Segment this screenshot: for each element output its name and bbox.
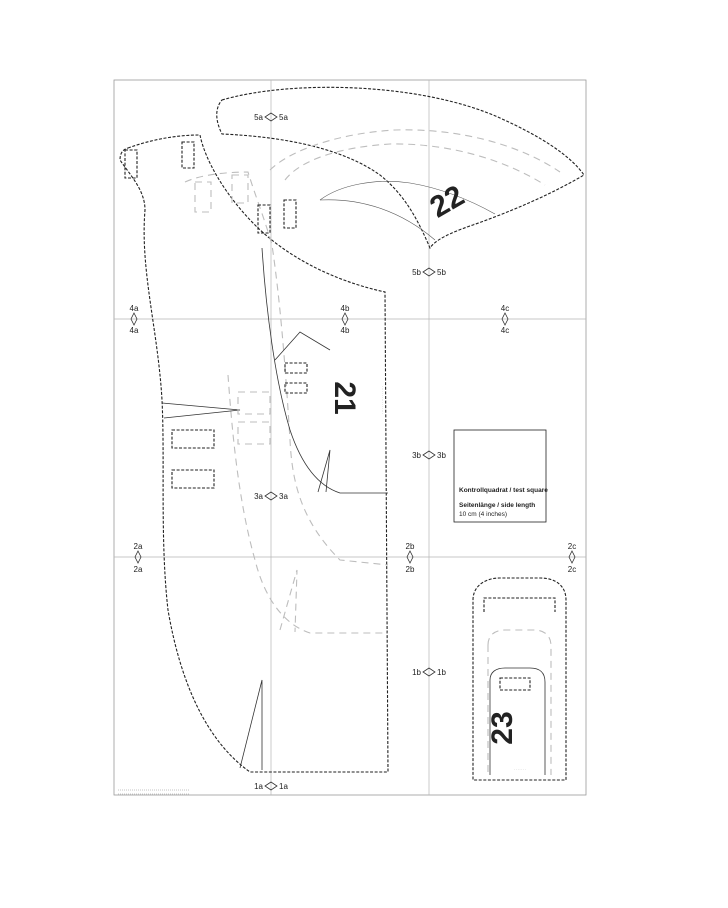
marker-5b-right: 5b xyxy=(437,268,446,277)
marker-1a-right: 1a xyxy=(279,782,288,791)
piece-21-placement-mark-1 xyxy=(284,362,308,374)
marker-5a-diamond xyxy=(264,112,278,122)
marker-4a-diamond xyxy=(130,312,138,326)
piece-21-dart-upper xyxy=(274,331,331,361)
marker-1b: 1b 1b xyxy=(412,667,446,677)
piece-22-alt-size-line-2 xyxy=(284,143,546,186)
piece-21-alt-size-line xyxy=(184,171,389,566)
marker-2a-top: 2a xyxy=(134,542,143,551)
marker-4b-bottom: 4b xyxy=(341,326,350,335)
marker-2b-diamond xyxy=(406,550,414,564)
marker-4b: 4b 4b xyxy=(341,304,350,335)
piece-21-alt-pocket-mark xyxy=(237,391,271,415)
marker-4c-diamond xyxy=(501,312,509,326)
marker-4b-top: 4b xyxy=(341,304,350,313)
pattern-piece-23: 23 · · · · · · · xyxy=(472,577,567,781)
marker-2b: 2b 2b xyxy=(406,542,415,574)
piece-21-dart-alt xyxy=(279,569,298,633)
piece-22-outline xyxy=(216,86,585,250)
piece-21-neckline xyxy=(261,247,388,494)
piece-21-placement-mark-2 xyxy=(284,382,308,394)
marker-2c-diamond xyxy=(568,550,576,564)
marker-4a-bottom: 4a xyxy=(130,326,139,335)
marker-4c-bottom: 4c xyxy=(501,326,509,335)
test-square: Kontrollquadrat / test square Seitenläng… xyxy=(453,429,548,523)
piece-21-dart-front xyxy=(317,449,331,493)
marker-2c: 2c 2c xyxy=(568,542,576,574)
marker-5a-left: 5a xyxy=(254,113,263,122)
test-square-side-value: 10 cm (4 inches) xyxy=(459,511,507,518)
marker-2a-bottom: 2a xyxy=(134,565,143,574)
test-square-box xyxy=(453,429,547,523)
piece-21-alt-strap-mark xyxy=(194,181,212,213)
marker-4a: 4a 4a xyxy=(130,304,139,335)
piece-23-fine-print: · · · · · · · xyxy=(514,767,526,771)
marker-1b-left: 1b xyxy=(412,668,421,677)
marker-2a-diamond xyxy=(134,550,142,564)
marker-4a-top: 4a xyxy=(130,304,139,313)
piece-22-number: 22 xyxy=(425,179,470,224)
marker-4b-diamond xyxy=(341,312,349,326)
piece-21-shoulder-mark xyxy=(257,204,271,234)
marker-4c: 4c 4c xyxy=(501,304,509,335)
pattern-piece-22: 22 · · · · · · · · · · · · · xyxy=(216,86,585,250)
piece-21-shoulder-mark-2 xyxy=(283,199,297,229)
pattern-piece-21: 21 · · · · · · · · · · · · · · · · xyxy=(119,134,389,773)
piece-22-inner-line xyxy=(319,181,496,215)
tile-grid xyxy=(113,79,587,796)
marker-4c-top: 4c xyxy=(501,304,509,313)
piece-23-placement-bracket xyxy=(483,597,556,612)
piece-23-outline xyxy=(472,577,567,781)
piece-23-number: 23 xyxy=(486,711,519,744)
piece-22-inner-line-2 xyxy=(319,199,436,241)
piece-23-alt-size-line xyxy=(487,629,552,775)
piece-21-dart-side xyxy=(161,402,241,419)
marker-3b-left: 3b xyxy=(412,451,421,460)
marker-5b-left: 5b xyxy=(412,268,421,277)
marker-5a: 5a 5a xyxy=(254,112,288,122)
marker-5b: 5b 5b xyxy=(412,267,446,277)
footer-fine-print xyxy=(118,789,190,795)
piece-21-number: 21 xyxy=(328,381,361,414)
marker-1a: 1a 1a xyxy=(254,781,288,791)
marker-3b: 3b 3b xyxy=(412,450,446,460)
piece-22-alt-size-line xyxy=(269,129,561,173)
piece-23-placement-mark xyxy=(499,677,531,691)
marker-3a-right: 3a xyxy=(279,492,288,501)
marker-5b-diamond xyxy=(422,267,436,277)
piece-21-alt-size-line-2 xyxy=(227,374,388,634)
marker-2c-bottom: 2c xyxy=(568,565,576,574)
test-square-title: Kontrollquadrat / test square xyxy=(459,487,548,494)
marker-1a-diamond xyxy=(264,781,278,791)
marker-1a-left: 1a xyxy=(254,782,263,791)
marker-1b-right: 1b xyxy=(437,668,446,677)
test-square-side-label: Seitenlänge / side length xyxy=(459,502,535,509)
marker-3a: 3a 3a xyxy=(254,491,288,501)
marker-3a-left: 3a xyxy=(254,492,263,501)
matching-markers: 5a 5a 5b 5b 3a 3a 3b 3b 1b 1b 1a 1a xyxy=(130,112,576,791)
marker-1b-diamond xyxy=(422,667,436,677)
marker-2b-bottom: 2b xyxy=(406,565,415,574)
marker-2c-top: 2c xyxy=(568,542,576,551)
piece-23-inner-line xyxy=(489,667,546,775)
piece-21-pocket-mark-1 xyxy=(171,429,215,449)
piece-21-dart-lower xyxy=(239,679,263,770)
piece-22-fine-print: · · · · · · · · · · · · · xyxy=(453,221,476,233)
marker-3b-right: 3b xyxy=(437,451,446,460)
marker-3a-diamond xyxy=(264,491,278,501)
piece-21-alt-strap-mark-2 xyxy=(231,174,249,204)
piece-21-fine-print: · · · · · · · · · · · · · · · · xyxy=(381,386,385,415)
piece-21-alt-pocket-mark-2 xyxy=(237,421,271,445)
piece-21-strap-mark-left xyxy=(124,149,138,179)
piece-21-strap-mark-right xyxy=(181,141,195,169)
piece-21-pocket-mark-2 xyxy=(171,469,215,489)
marker-3b-diamond xyxy=(422,450,436,460)
sheet-border xyxy=(113,79,587,796)
marker-5a-right: 5a xyxy=(279,113,288,122)
marker-2b-top: 2b xyxy=(406,542,415,551)
marker-2a: 2a 2a xyxy=(134,542,143,574)
piece-21-outline xyxy=(119,134,389,773)
